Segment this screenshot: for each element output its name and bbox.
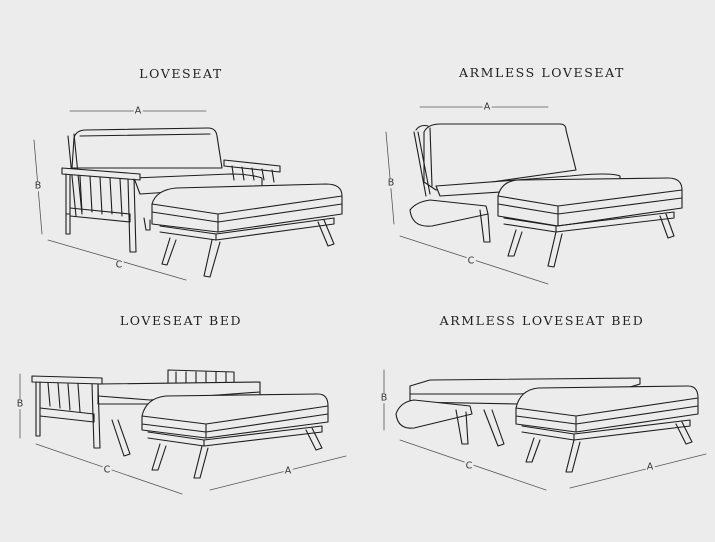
dimension-label-b: B — [379, 392, 389, 404]
panel-title-armless-loveseat-bed: ARMLESS LOVESEAT BED — [439, 313, 645, 328]
armless-loveseat-bed-drawing — [384, 370, 706, 490]
dimension-label-b: B — [15, 398, 25, 410]
panel-title-loveseat-bed: LOVESEAT BED — [119, 313, 243, 328]
dimension-label-c: C — [464, 460, 474, 472]
dimension-label-b: B — [33, 180, 43, 192]
panel-title-armless-loveseat: ARMLESS LOVESEAT — [459, 65, 625, 80]
armless-loveseat-drawing — [386, 107, 682, 284]
dimension-label-c: C — [466, 255, 476, 267]
loveseat-drawing — [34, 111, 342, 280]
dimension-label-a: A — [283, 465, 293, 477]
dimension-label-c: C — [114, 259, 124, 271]
dimension-label-a: A — [133, 105, 143, 117]
loveseat-bed-drawing — [20, 370, 346, 494]
dimension-label-a: A — [482, 101, 492, 113]
dimension-label-b: B — [386, 177, 396, 189]
panel-title-loveseat: LOVESEAT — [139, 66, 223, 81]
dimension-label-a: A — [645, 461, 655, 473]
dimension-label-c: C — [102, 464, 112, 476]
